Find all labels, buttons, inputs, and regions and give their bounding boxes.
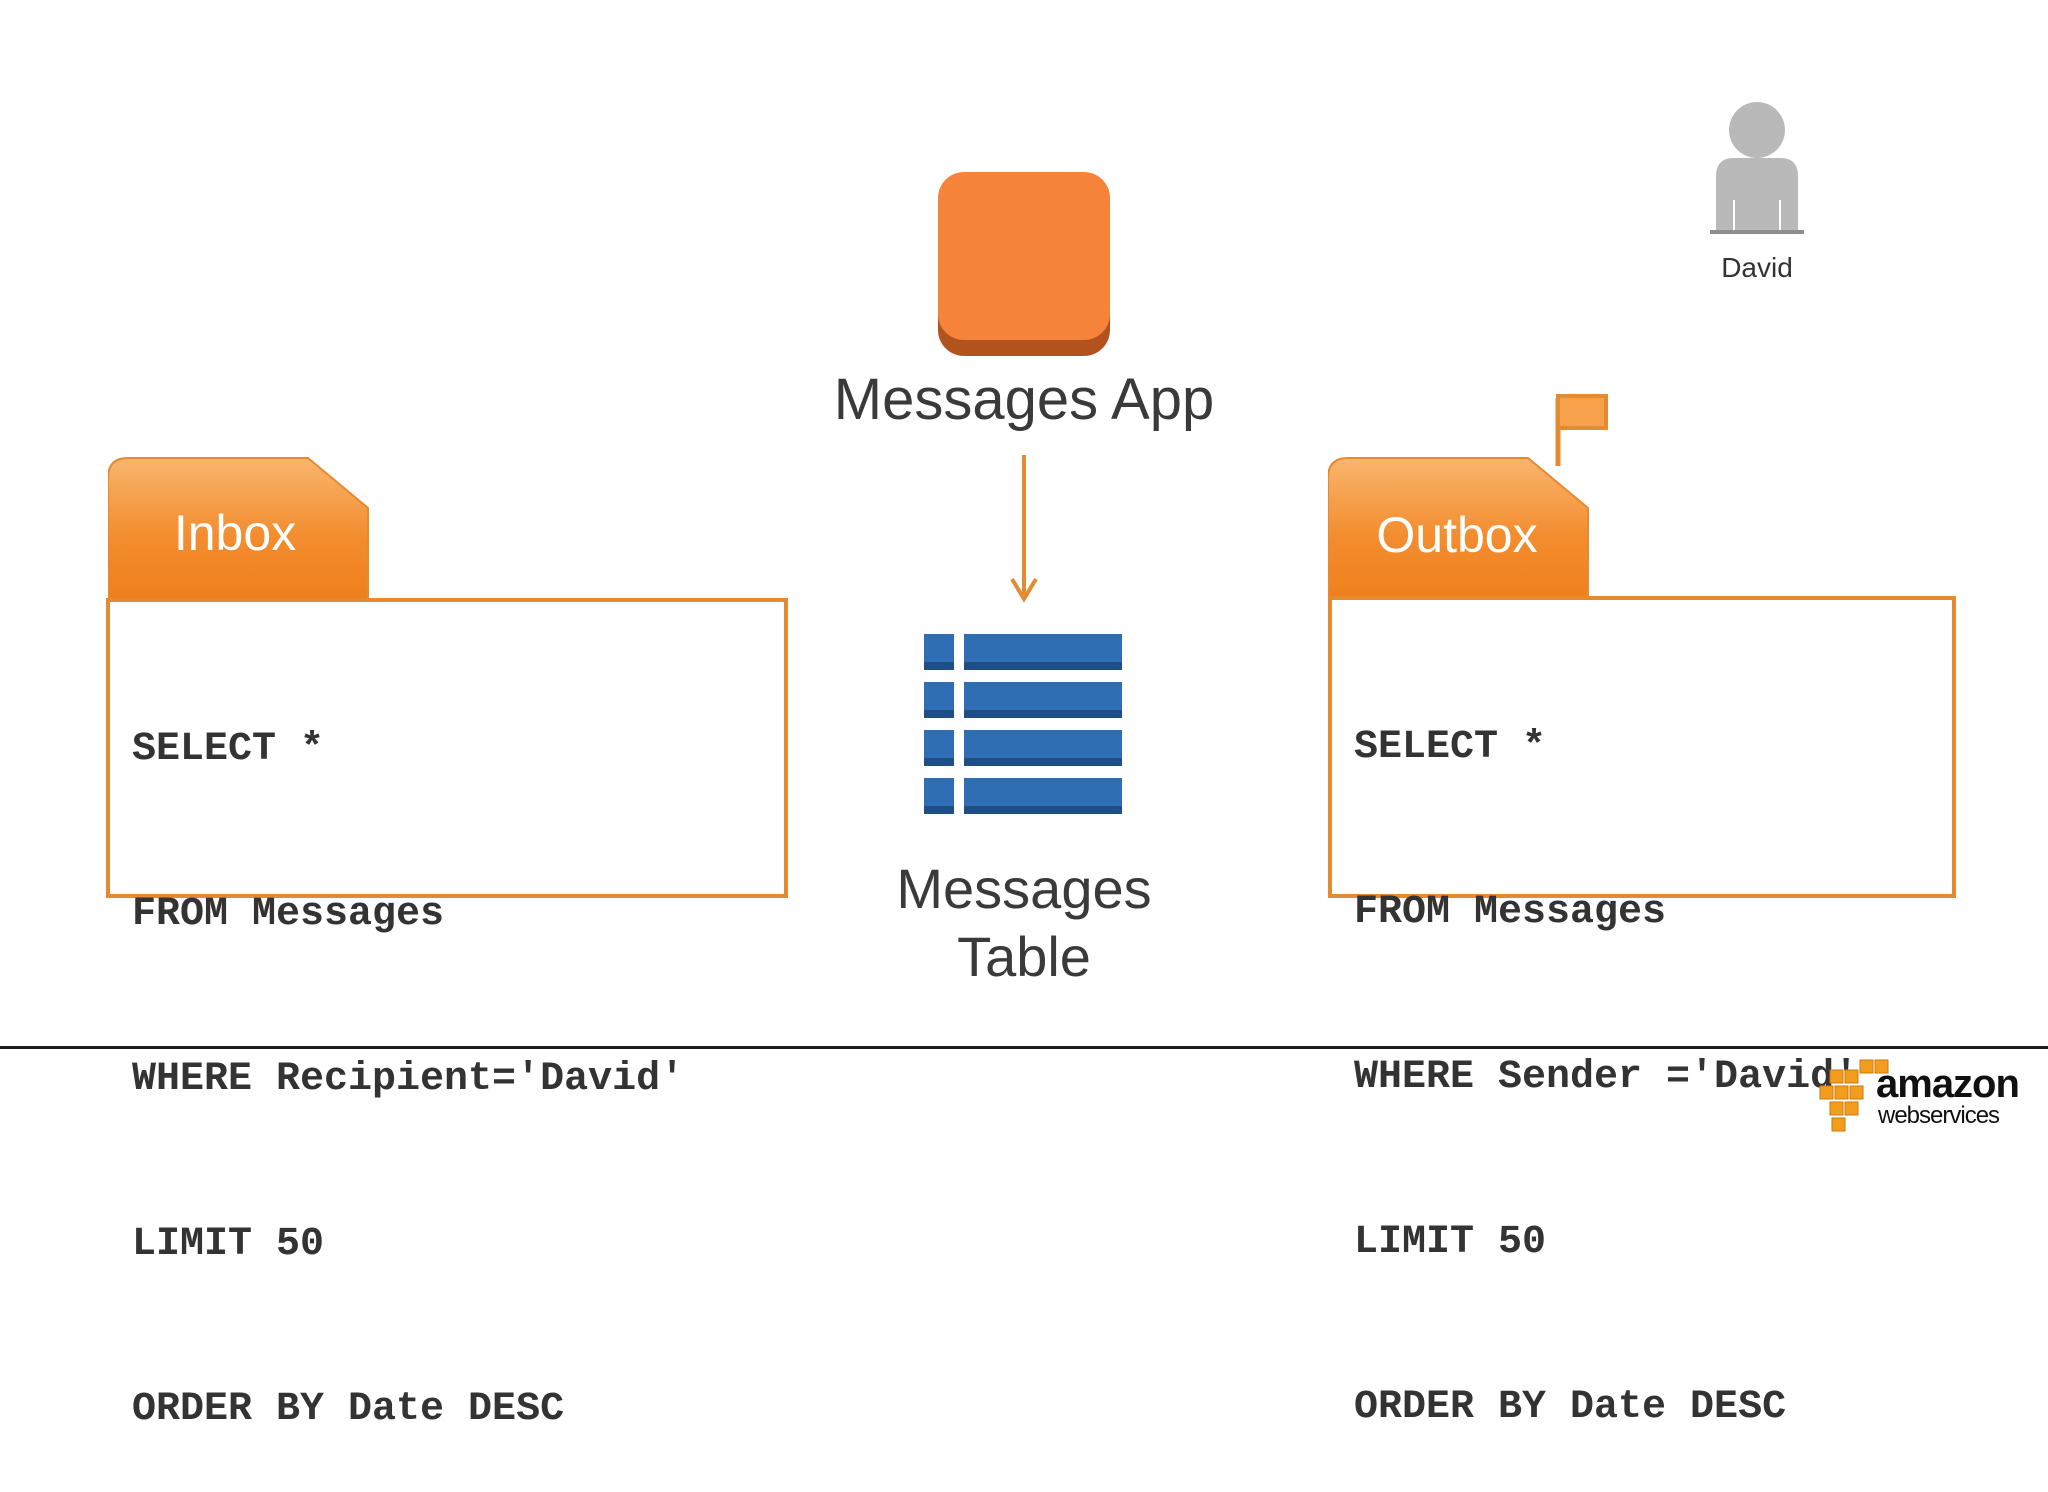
table-label-line1: Messages xyxy=(896,857,1152,920)
outbox-query-line: LIMIT 50 xyxy=(1354,1220,1547,1265)
messages-table-icon xyxy=(924,634,1122,814)
outbox-query-box: SELECT * FROM Messages WHERE Sender ='Da… xyxy=(1328,596,1956,1430)
inbox-query-line: SELECT * xyxy=(132,727,325,772)
outbox-query-line: SELECT * xyxy=(1354,725,1547,770)
inbox-query-line: WHERE Recipient='David' xyxy=(132,1057,685,1102)
outbox-query-line: FROM Messages xyxy=(1354,890,1667,935)
user-icon xyxy=(1710,102,1804,234)
table-label-line2: Table xyxy=(957,925,1091,988)
footer-divider xyxy=(0,1046,2048,1049)
inbox-label: Inbox xyxy=(173,505,297,561)
inbox-query-line: ORDER BY Date DESC xyxy=(132,1387,565,1432)
inbox-folder-icon xyxy=(108,457,369,600)
outbox-query-line: ORDER BY Date DESC xyxy=(1354,1385,1787,1430)
flag-icon xyxy=(1555,394,1608,466)
aws-logo-word-webservices: webservices xyxy=(1878,1102,2000,1129)
inbox-query-box: SELECT * FROM Messages WHERE Recipient='… xyxy=(106,598,788,1432)
outbox-folder-icon xyxy=(1328,457,1589,600)
messages-app-label: Messages App xyxy=(833,367,1215,432)
user-name: David xyxy=(1721,252,1793,283)
messages-app-icon xyxy=(938,172,1110,356)
outbox-label: Outbox xyxy=(1376,507,1538,563)
aws-logo-word-amazon: amazon xyxy=(1876,1062,2020,1106)
down-arrow-icon xyxy=(1010,455,1038,603)
inbox-query-line: LIMIT 50 xyxy=(132,1222,325,1267)
messages-table-label: Messages Table xyxy=(850,855,1198,991)
inbox-query-line: FROM Messages xyxy=(132,892,445,937)
outbox-query-line: WHERE Sender ='David' xyxy=(1354,1055,1859,1100)
aws-cubes-logo-icon xyxy=(1819,1059,1889,1132)
